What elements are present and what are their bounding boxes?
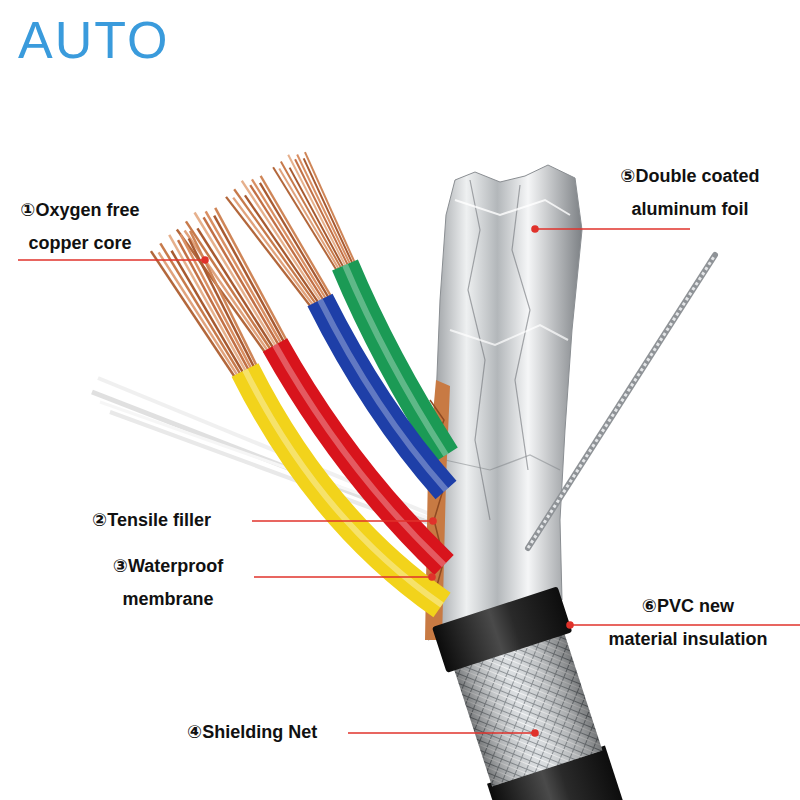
- leader-line: [348, 732, 535, 734]
- drain-wire: [528, 255, 715, 548]
- foil-crease: [450, 325, 568, 345]
- callout-label: ⑤Double coated aluminum foil: [619, 160, 762, 226]
- copper-strands: [148, 225, 267, 386]
- leader-lines: [18, 226, 800, 736]
- callout-label: ③Waterproof membrane: [111, 550, 225, 616]
- foil-crease: [445, 455, 560, 470]
- pvc-insulation-band: [432, 586, 572, 672]
- drain-wire-strand: [528, 255, 715, 548]
- leader-dot: [532, 730, 538, 736]
- callout-label: ⑥PVC new material insulation: [607, 590, 770, 656]
- copper-strands: [271, 147, 363, 277]
- leader-line: [18, 259, 205, 261]
- foil-crease: [455, 200, 570, 215]
- cable-body: [432, 586, 634, 800]
- logo-text: AUTO: [18, 10, 170, 70]
- leader-dot: [429, 574, 435, 580]
- wire-highlight: [245, 370, 442, 605]
- callout-label: ②Tensile filler: [92, 504, 211, 537]
- leader-dot: [532, 226, 538, 232]
- callout-label: ①Oxygen free copper core: [19, 194, 142, 260]
- leader-line: [252, 520, 433, 522]
- foil-crease: [512, 185, 530, 470]
- callout-label: ④Shielding Net: [187, 716, 317, 749]
- leader-line: [535, 228, 690, 230]
- copper-strands: [223, 170, 339, 315]
- foil-creases: [445, 180, 570, 520]
- core-red: [174, 202, 444, 565]
- leader-dot: [567, 622, 573, 628]
- leader-line: [254, 576, 432, 578]
- leader-dot: [202, 257, 208, 263]
- wire-insulation: [245, 370, 442, 605]
- leader-line: [570, 624, 800, 626]
- core-yellow: [148, 225, 442, 605]
- leader-dot: [430, 518, 436, 524]
- aluminum-foil: [428, 165, 582, 640]
